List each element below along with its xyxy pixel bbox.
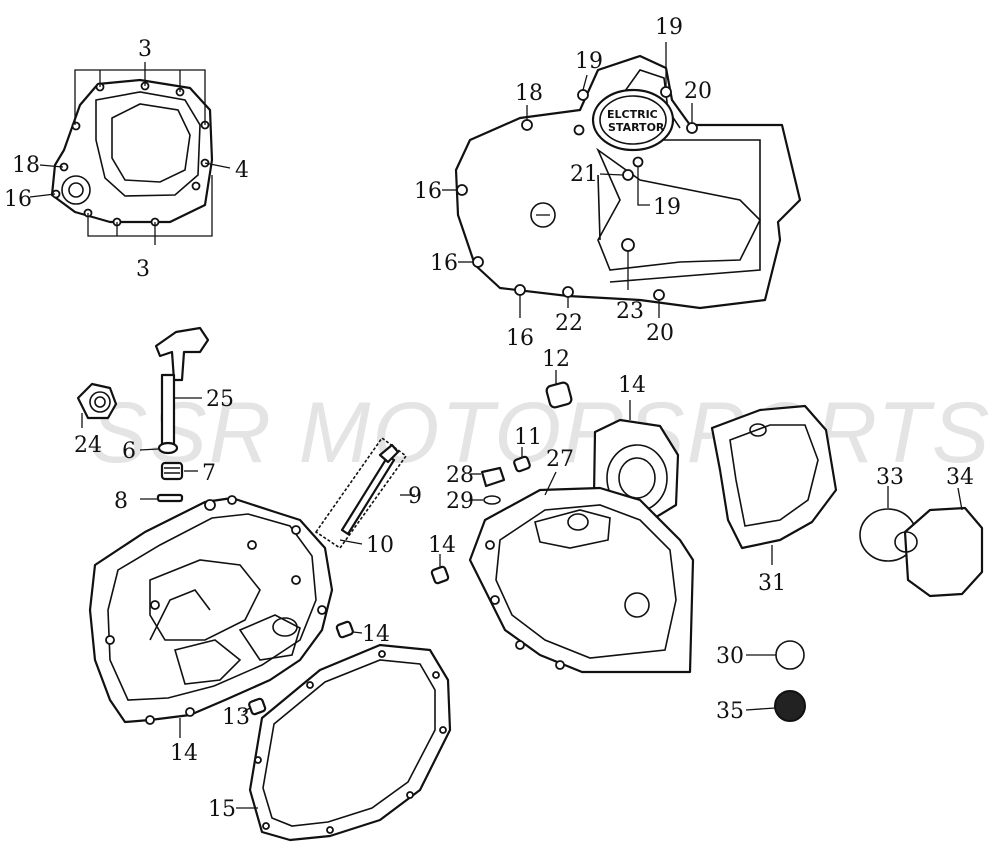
callout-11: 9 [408,484,422,509]
callout-14-c: 14 [362,622,390,647]
ring-part-30 [746,640,805,670]
callout-20-bottom: 20 [646,321,674,346]
callout-8: 6 [122,439,136,464]
nut-part-6 [76,382,118,428]
callout-20-top: 20 [684,79,712,104]
dowel-14-c [335,620,363,639]
callout-15: 15 [208,797,236,822]
callout-16-cover-a: 16 [414,179,442,204]
callout-3-bottom: 3 [136,257,150,282]
bushing-part-24 [545,370,573,409]
plug-part-28 [470,466,506,488]
callout-14-d: 13 [222,705,250,730]
callout-10: 8 [114,489,128,514]
callout-19-lower: 19 [653,195,681,220]
oring-part-29 [470,495,501,505]
gasket-part-15 [236,643,452,842]
cap-part-35 [745,690,806,722]
dowel-14-a [513,447,531,473]
callout-24: 12 [542,347,570,372]
callout-27: 27 [546,447,574,472]
dowel-14-b [430,554,450,585]
callout-30: 30 [716,644,744,669]
callout-31: 31 [758,571,786,596]
callout-12: 10 [366,533,394,558]
right-cover-part-27 [468,471,695,674]
callout-3-top: 3 [138,37,152,62]
callout-14-b: 14 [428,533,456,558]
callout-6: 24 [74,433,102,458]
left-crankcase-cover-small [29,62,231,245]
washer-part-8 [139,441,179,455]
callout-16-left: 16 [4,187,32,212]
dipstick-part-11 [314,436,415,550]
pin-part-10 [140,493,184,503]
callout-7: 25 [206,387,234,412]
magneto-cover: ELCTRIC STARTOR [442,42,802,318]
callout-16-cover-c: 16 [506,326,534,351]
cover-part-34 [894,487,984,598]
callout-19-left: 19 [575,49,603,74]
callout-4: 4 [235,158,249,183]
callout-35: 35 [716,699,744,724]
callout-25: 14 [618,373,646,398]
callout-22: 22 [555,311,583,336]
shift-shaft-part-7 [154,326,210,447]
sprocket-cover-part-31 [710,404,838,565]
callout-19-top: 19 [655,15,683,40]
callout-9: 7 [202,461,216,486]
watermark-text: SSR MOTORSPORTS [90,385,991,481]
dowel-14-d [242,697,267,716]
callout-34: 34 [946,465,974,490]
callout-14-a: 11 [514,425,542,450]
callout-16-cover-b: 16 [430,251,458,276]
callout-33: 33 [876,465,904,490]
crankcase-part-13 [88,495,334,738]
callout-13: 14 [170,741,198,766]
callout-23: 23 [616,299,644,324]
callout-18-left: 18 [12,153,40,178]
callout-28: 28 [446,463,474,488]
callout-21: 21 [570,162,598,187]
cover-label-line2: STARTOR [608,121,665,134]
spring-part-9 [160,461,198,481]
callout-18-cover: 18 [515,81,543,106]
callout-29: 29 [446,489,474,514]
cover-label-line1: ELCTRIC [607,108,658,121]
